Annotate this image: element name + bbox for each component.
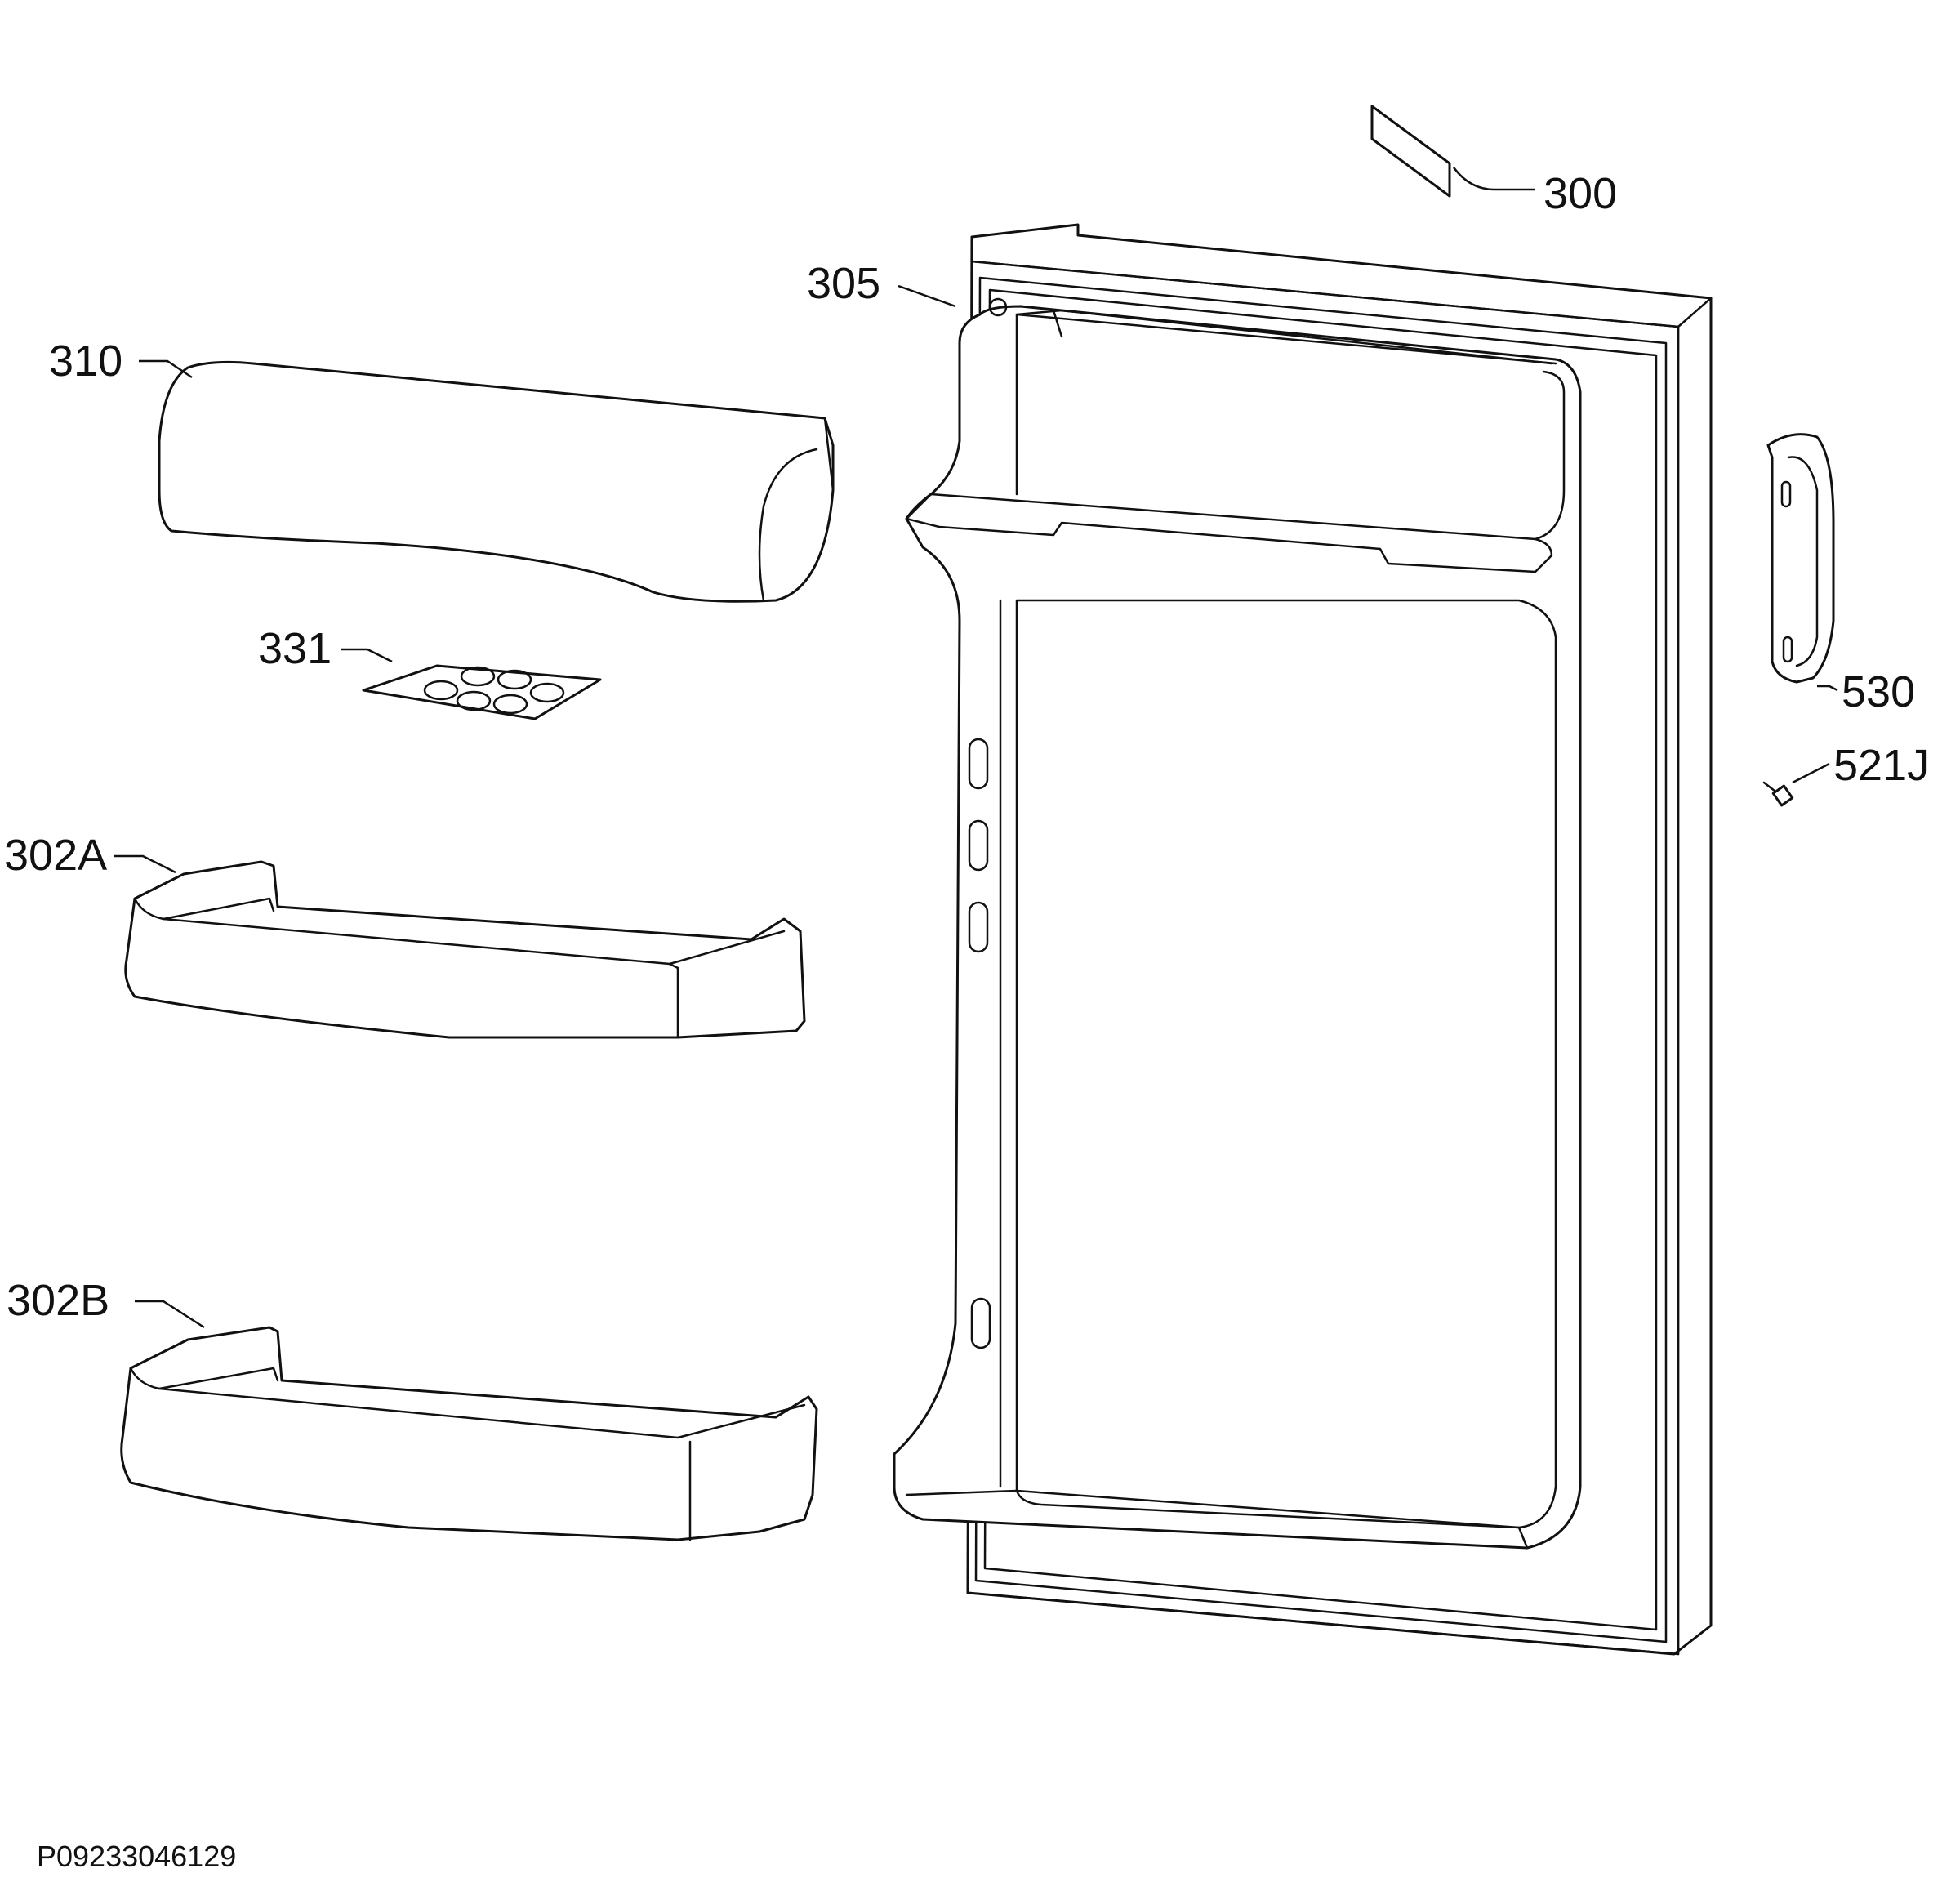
callout-331: 331: [258, 624, 332, 673]
door-shelf-b-part: [120, 1326, 818, 1541]
butter-cover-part: [158, 360, 835, 603]
callout-302b: 302B: [7, 1276, 109, 1325]
callout-302a: 302A: [4, 831, 107, 880]
label-sticker-part: [1370, 105, 1451, 198]
callout-305: 305: [807, 259, 880, 308]
callout-530: 530: [1842, 667, 1915, 716]
screw-part: [1762, 781, 1794, 807]
callout-300: 300: [1544, 169, 1617, 218]
leader-lines: [114, 167, 1838, 1329]
door-handle-part: [1766, 433, 1835, 684]
callout-310: 310: [49, 337, 122, 386]
door-shelf-a-part: [124, 860, 806, 1039]
egg-tray-part: [362, 664, 602, 720]
door-liner-part: [893, 297, 1582, 1550]
document-code: P09233046129: [37, 1840, 236, 1873]
callout-521j: 521J: [1833, 741, 1929, 790]
